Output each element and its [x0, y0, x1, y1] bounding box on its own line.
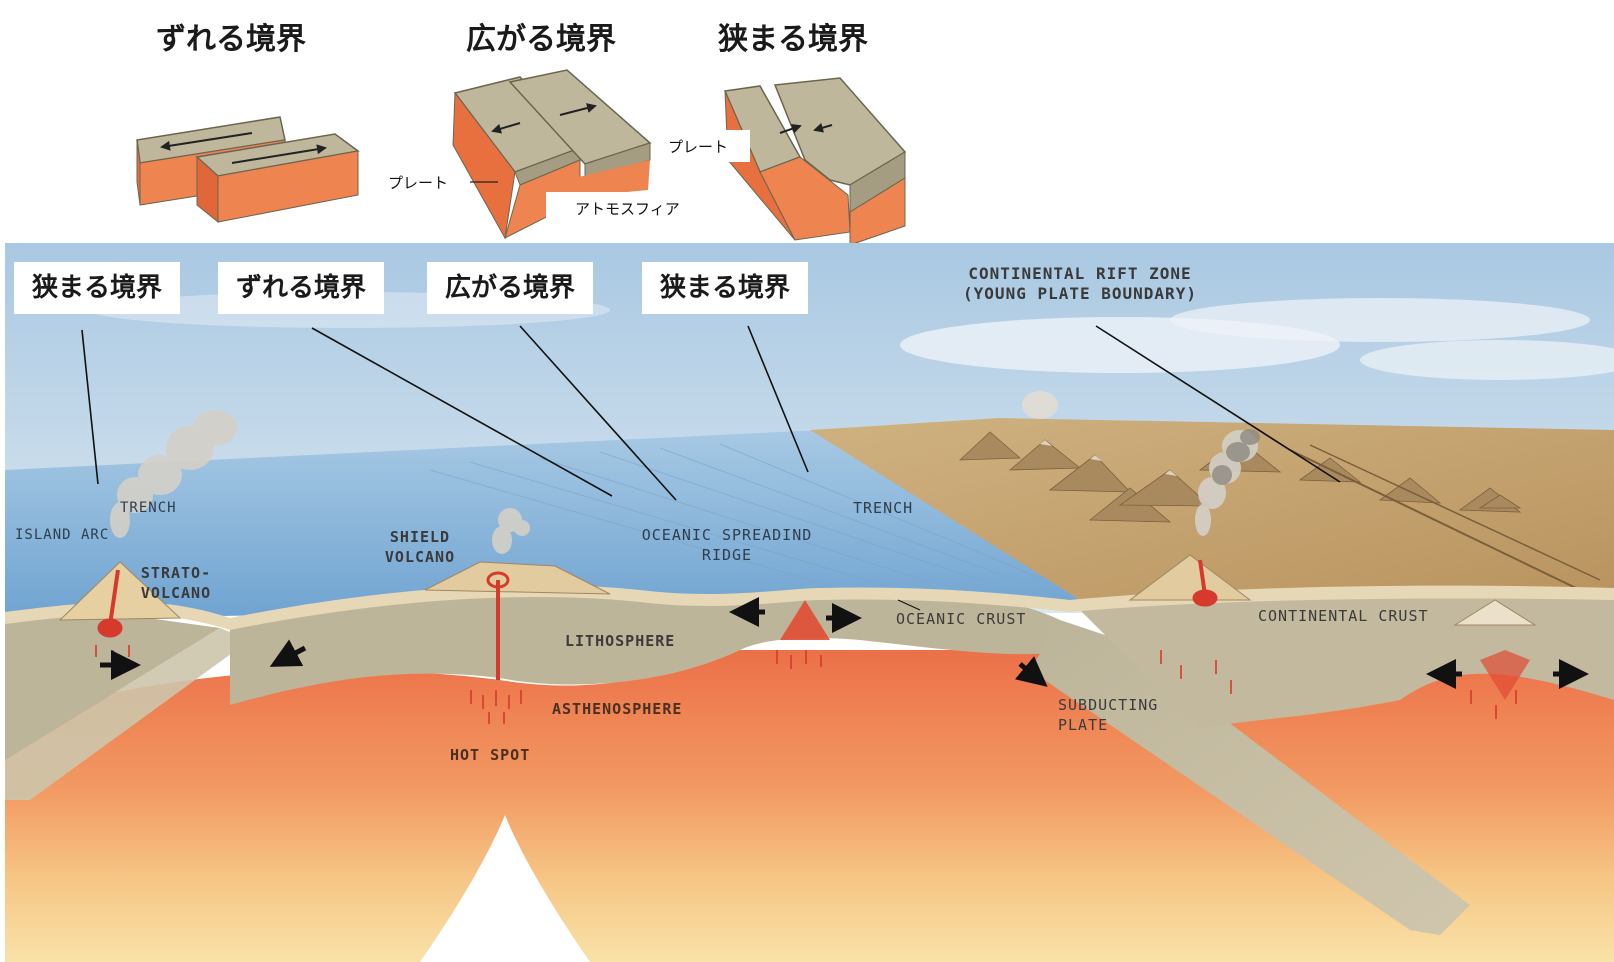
shield-line1: SHIELD [389, 528, 451, 546]
label-island-arc: ISLAND ARC [15, 527, 110, 543]
label-lithosphere: LITHOSPHERE [565, 632, 676, 650]
callout-divergent: 広がる境界 [427, 262, 594, 314]
rift-zone-label: CONTINENTAL RIFT ZONE (YOUNG PLATE BOUND… [955, 264, 1205, 304]
label-plate-left: プレート [388, 174, 449, 192]
title-divergent-boundary: 広がる境界 [466, 22, 616, 57]
transform-block-diagram [136, 116, 360, 224]
rift-zone-line2: (YOUNG PLATE BOUNDARY) [963, 284, 1197, 303]
label-hot-spot: HOT SPOT [450, 746, 531, 764]
magma-features [97, 559, 1530, 700]
label-asthenosphere: ASTHENOSPHERE [552, 700, 683, 718]
strato-line1: STRATO- [140, 564, 212, 582]
ridge-line1: OCEANIC SPREADIND [641, 526, 813, 544]
strato-line2: VOLCANO [140, 584, 212, 602]
label-continental-crust: CONTINENTAL CRUST [1258, 607, 1429, 625]
divergent-block-diagram [452, 69, 691, 240]
convergent-block-diagram [664, 77, 907, 246]
ridge-line2: RIDGE [701, 546, 753, 564]
shield-line2: VOLCANO [384, 548, 456, 566]
label-oceanic-crust: OCEANIC CRUST [896, 610, 1027, 628]
rift-zone-line1: CONTINENTAL RIFT ZONE [968, 264, 1192, 283]
label-oceanic-ridge: OCEANIC SPREADIND RIDGE [632, 525, 822, 565]
label-trench-right: TRENCH [853, 499, 914, 517]
label-strato-volcano: STRATO- VOLCANO [126, 563, 226, 603]
leader-lines [81, 325, 1341, 611]
title-convergent-boundary: 狭まる境界 [718, 22, 868, 57]
subducting-line2: PLATE [1058, 716, 1109, 734]
subducting-line1: SUBDUCTING [1058, 696, 1159, 714]
callout-transform: ずれる境界 [218, 262, 385, 314]
label-plate-right: プレート [668, 138, 729, 156]
label-shield-volcano: SHIELD VOLCANO [370, 527, 470, 567]
label-subducting-plate: SUBDUCTING PLATE [1058, 695, 1158, 735]
cross-section [5, 243, 1614, 962]
callout-convergent-2: 狭まる境界 [642, 262, 809, 314]
label-trench-left: TRENCH [120, 500, 177, 516]
motion-arrows [100, 597, 1589, 689]
title-transform-boundary: ずれる境界 [156, 22, 306, 57]
callout-convergent-1: 狭まる境界 [14, 262, 181, 314]
label-asthenosphere-jp: アトモスフィア [575, 200, 680, 218]
